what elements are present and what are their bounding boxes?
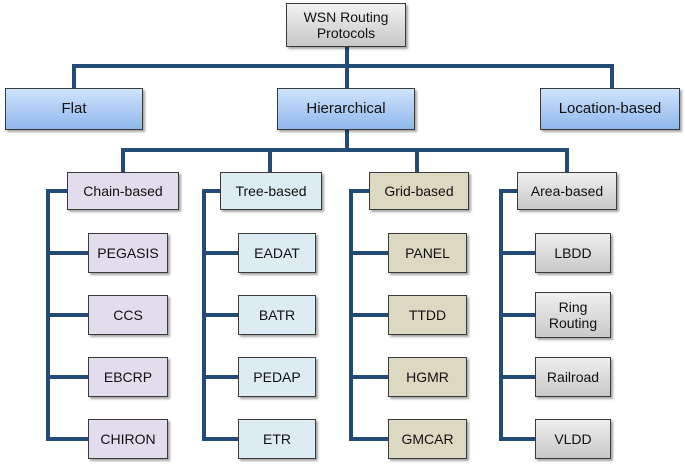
leaf-label: CHIRON <box>100 431 156 447</box>
leaf-ccs: CCS <box>88 295 168 335</box>
leaf-label: TTDD <box>408 307 447 323</box>
leaf-pedap: PEDAP <box>238 357 316 397</box>
leaf-lbdd: LBDD <box>535 233 611 273</box>
root-label-line1: WSN Routing <box>303 9 389 25</box>
leaf-label: GMCAR <box>401 431 454 447</box>
grid-based-node: Grid-based <box>369 172 469 210</box>
leaf-label: VLDD <box>554 431 592 447</box>
area-based-label: Area-based <box>530 183 604 199</box>
leaf-label: PANEL <box>405 245 450 261</box>
grid-based-label: Grid-based <box>384 183 454 199</box>
leaf-label: Ring Routing <box>548 299 598 331</box>
flat-label: Flat <box>61 100 87 117</box>
hierarchical-label: Hierarchical <box>306 100 386 117</box>
flat-node: Flat <box>5 88 143 130</box>
hierarchical-node: Hierarchical <box>277 88 415 130</box>
location-based-label: Location-based <box>558 100 662 117</box>
chain-based-label: Chain-based <box>83 183 163 199</box>
tree-based-label: Tree-based <box>235 183 307 199</box>
tree-based-node: Tree-based <box>220 172 322 210</box>
leaf-etr: ETR <box>238 419 316 459</box>
leaf-panel: PANEL <box>388 233 467 273</box>
leaf-label: CCS <box>113 307 143 323</box>
leaf-vldd: VLDD <box>535 419 611 459</box>
leaf-pegasis: PEGASIS <box>88 233 168 273</box>
leaf-batr: BATR <box>238 295 316 335</box>
root-label-line2: Protocols <box>316 25 376 41</box>
leaf-label: LBDD <box>554 245 592 261</box>
chain-based-node: Chain-based <box>67 172 179 210</box>
leaf-label: Railroad <box>546 369 600 385</box>
leaf-railroad: Railroad <box>535 357 611 397</box>
leaf-ebcrp: EBCRP <box>88 357 168 397</box>
leaf-chiron: CHIRON <box>88 419 168 459</box>
location-based-node: Location-based <box>540 88 680 130</box>
leaf-hgmr: HGMR <box>388 357 467 397</box>
leaf-label: EBCRP <box>103 369 153 385</box>
leaf-label: HGMR <box>406 369 449 385</box>
area-based-node: Area-based <box>517 172 617 210</box>
root-node: WSN Routing Protocols <box>286 3 406 47</box>
leaf-ttdd: TTDD <box>388 295 467 335</box>
leaf-label: ETR <box>263 431 291 447</box>
leaf-label: PEDAP <box>253 369 301 385</box>
leaf-eadat: EADAT <box>238 233 316 273</box>
leaf-label: PEGASIS <box>97 245 159 261</box>
leaf-ring-routing: Ring Routing <box>535 292 611 338</box>
leaf-label: BATR <box>258 307 296 323</box>
leaf-gmcar: GMCAR <box>388 419 467 459</box>
leaf-label: EADAT <box>254 245 300 261</box>
